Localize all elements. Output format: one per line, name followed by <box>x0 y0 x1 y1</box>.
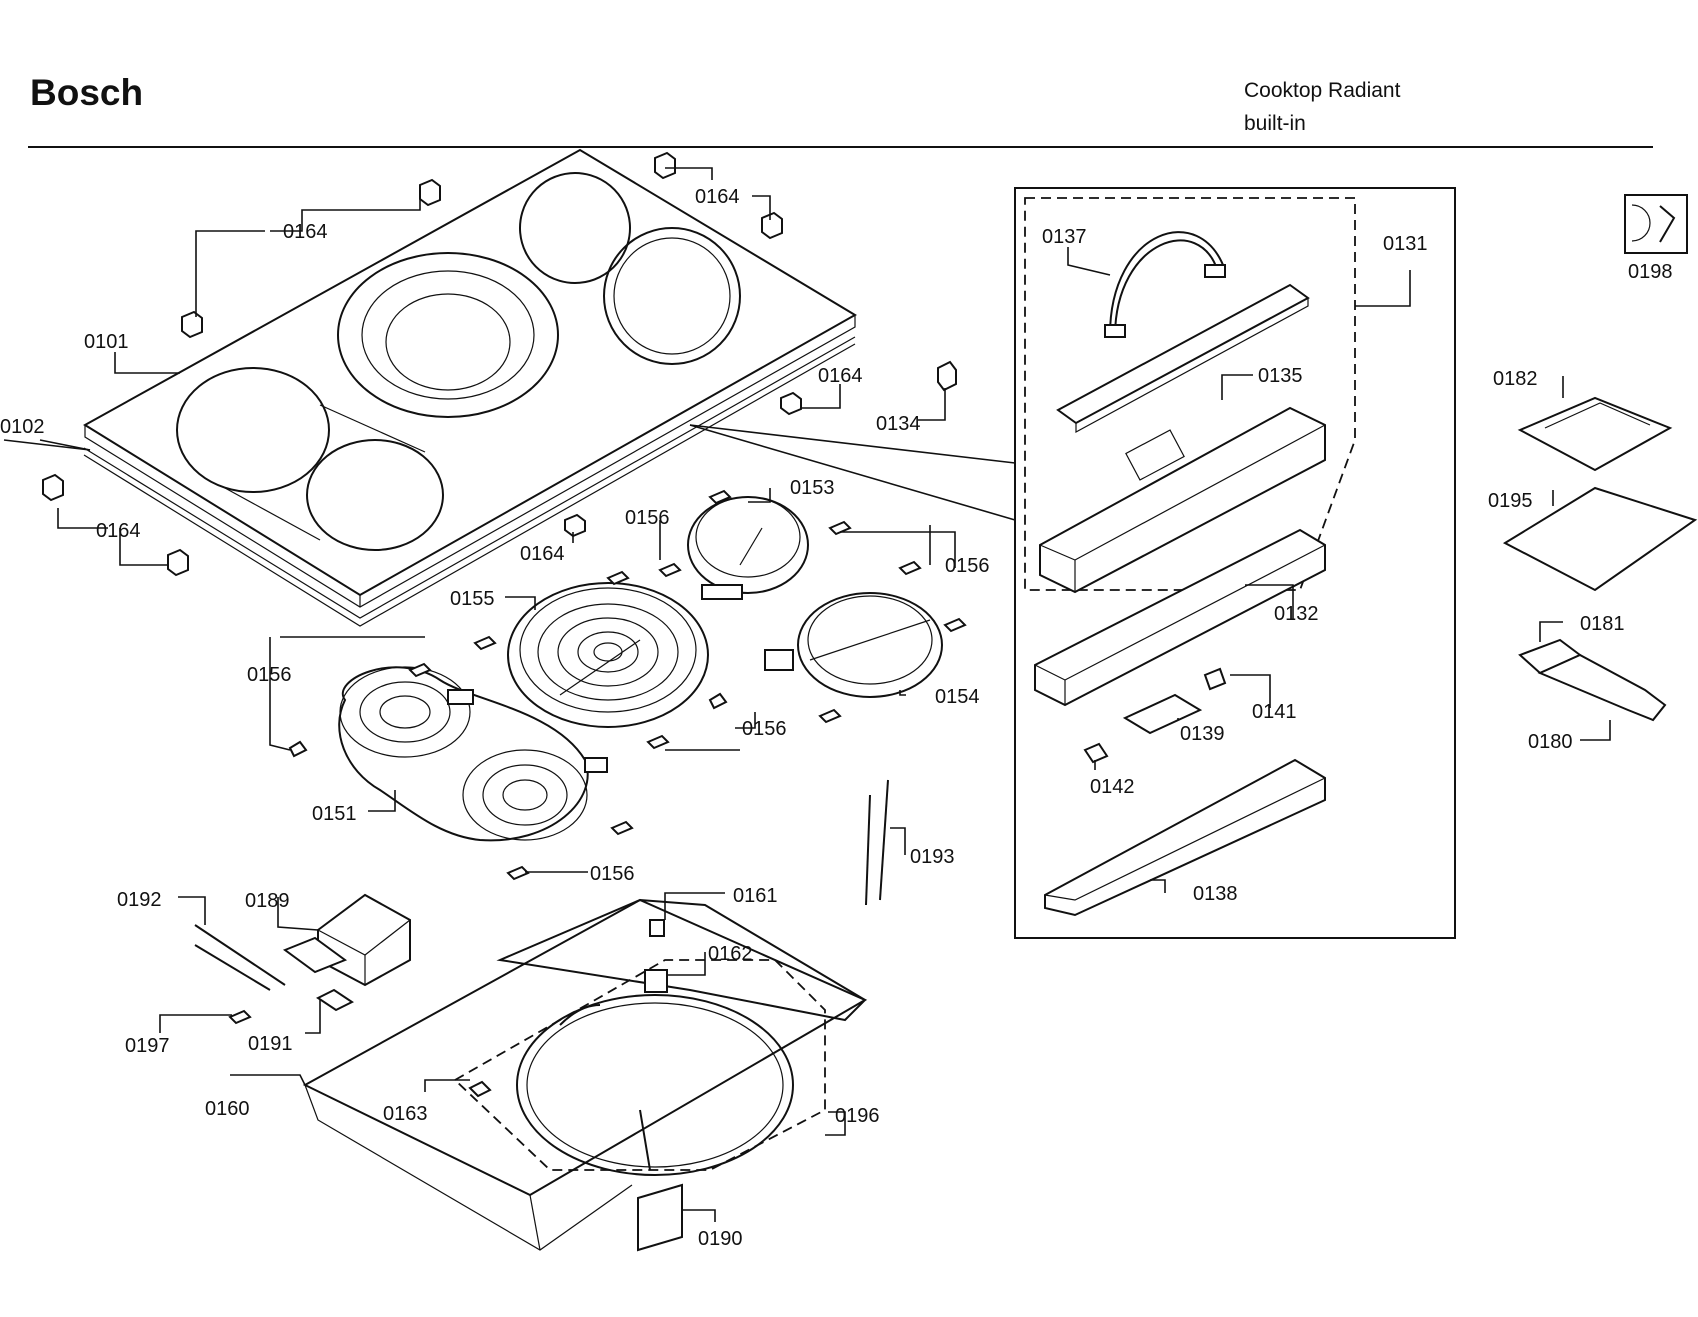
callout-0155: 0155 <box>450 588 495 610</box>
callout-0198: 0198 <box>1628 261 1673 283</box>
callout-0192: 0192 <box>117 889 162 911</box>
terminal-box <box>194 893 411 1025</box>
callout-0182: 0182 <box>1493 368 1538 390</box>
callout-0160: 0160 <box>205 1098 250 1120</box>
callout-0181: 0181 <box>1580 613 1625 635</box>
callout-0135: 0135 <box>1258 365 1303 387</box>
callout-0156: 0156 <box>590 863 635 885</box>
callout-0190: 0190 <box>698 1228 743 1250</box>
callout-0137: 0137 <box>1042 226 1087 248</box>
callout-0164: 0164 <box>818 365 863 387</box>
callout-0138: 0138 <box>1193 883 1238 905</box>
callout-0156: 0156 <box>945 555 990 577</box>
header-rule <box>28 146 1653 148</box>
callout-0156: 0156 <box>742 718 787 740</box>
bottom-tray <box>302 898 868 1252</box>
callout-0164: 0164 <box>695 186 740 208</box>
callout-0153: 0153 <box>790 477 835 499</box>
callout-0163: 0163 <box>383 1103 428 1125</box>
callout-0193: 0193 <box>910 846 955 868</box>
callout-0156: 0156 <box>247 664 292 686</box>
callout-0141: 0141 <box>1252 701 1297 723</box>
control-assembly <box>1014 187 1456 939</box>
callout-0191: 0191 <box>248 1033 293 1055</box>
accessory-parts <box>1502 194 1698 722</box>
leader-lines <box>3 167 1611 1222</box>
callout-0164: 0164 <box>283 221 328 243</box>
callout-0164: 0164 <box>96 520 141 542</box>
title-line-1: Cooktop Radiant <box>1244 79 1401 102</box>
callout-0154: 0154 <box>935 686 980 708</box>
callout-0196: 0196 <box>835 1105 880 1127</box>
callout-0180: 0180 <box>1528 731 1573 753</box>
heating-elements <box>338 496 943 842</box>
title-line-2: built-in <box>1244 112 1306 135</box>
brand-title: Bosch <box>30 72 144 113</box>
callout-0102: 0102 <box>0 416 45 438</box>
callout-0134: 0134 <box>876 413 921 435</box>
model-description: Cooktop Radiant built-in <box>1244 74 1400 140</box>
callout-labels: 0164 0164 0101 0102 0164 0134 0164 0164 … <box>0 186 1673 1250</box>
callout-0132: 0132 <box>1274 603 1319 625</box>
callout-0197: 0197 <box>125 1035 170 1057</box>
callout-0139: 0139 <box>1180 723 1225 745</box>
cooktop-gasket <box>83 336 856 627</box>
callout-0195: 0195 <box>1488 490 1533 512</box>
rods <box>865 779 889 906</box>
callout-0189: 0189 <box>245 890 290 912</box>
callout-0156: 0156 <box>625 507 670 529</box>
callout-0101: 0101 <box>84 331 129 353</box>
callout-0131: 0131 <box>1383 233 1428 255</box>
callout-0162: 0162 <box>708 943 753 965</box>
element-clips <box>288 489 967 881</box>
callout-0161: 0161 <box>733 885 778 907</box>
callout-0142: 0142 <box>1090 776 1135 798</box>
glass-cooktop <box>83 148 857 608</box>
callout-0151: 0151 <box>312 803 357 825</box>
callout-0164: 0164 <box>520 543 565 565</box>
